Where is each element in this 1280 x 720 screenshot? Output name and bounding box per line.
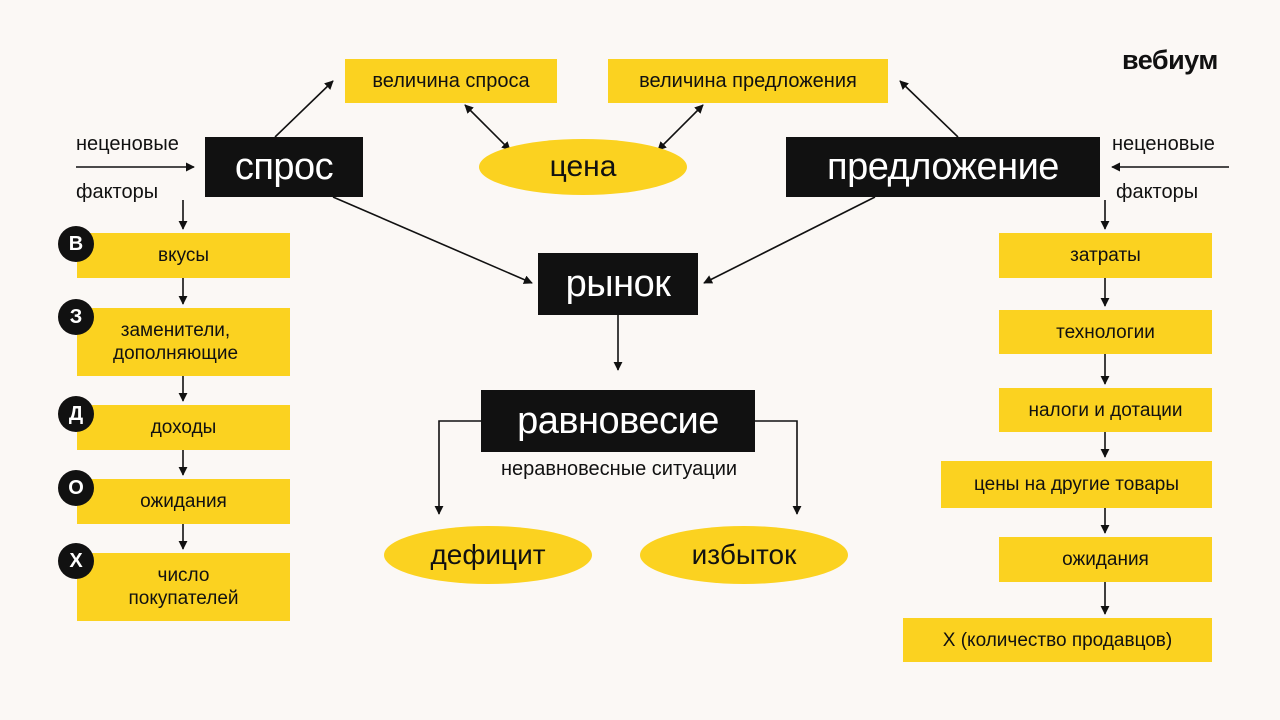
left-factor-letter: Д [58,396,94,432]
arrow-equilibrium-to-surplus [755,420,802,515]
right-factor-box: налоги и дотации [999,388,1212,432]
arrow-equilibrium-to-deficit [434,420,481,515]
right-factor-box: затраты [999,233,1212,278]
market-box: рынок [538,253,698,315]
arrow-quantity-demanded-price [464,104,511,151]
right-nonprice-label-top: неценовые [1112,133,1215,155]
left-factor-letter: Х [58,543,94,579]
disequilibrium-label: неравновесные ситуации [500,458,738,480]
left-factor-box: число покупателей [77,553,290,621]
left-factor-letter: О [58,470,94,506]
deficit-ellipse: дефицит [384,526,592,584]
left-factor-box: вкусы [77,233,290,278]
right-factor-box: ожидания [999,537,1212,582]
left-nonprice-label-bottom: факторы [76,181,159,203]
demand-box: спрос [205,137,363,197]
equilibrium-box: равновесие [481,390,755,452]
left-factor-box: доходы [77,405,290,450]
supply-box: предложение [786,137,1100,197]
arrow-supply-to-quantity [899,80,959,138]
left-nonprice-label-top: неценовые [76,133,179,155]
right-factor-box: Х (количество продавцов) [903,618,1212,662]
right-nonprice-label-bottom: факторы [1116,181,1199,203]
arrow-demand-to-market [332,196,533,284]
arrow-supply-to-market [703,196,876,284]
arrow-demand-to-quantity [274,80,334,138]
price-ellipse: цена [479,139,687,195]
arrow-quantity-supplied-price [657,104,704,151]
surplus-ellipse: избыток [640,526,848,584]
left-factor-box: заменители, дополняющие [77,308,290,376]
quantity-demanded-box: величина спроса [345,59,557,103]
right-factor-box: цены на другие товары [941,461,1212,508]
brand-logo: вебиум [1122,45,1218,75]
quantity-supplied-box: величина предложения [608,59,888,103]
left-factor-box: ожидания [77,479,290,524]
left-factor-letter: В [58,226,94,262]
right-factor-box: технологии [999,310,1212,354]
left-factor-letter: З [58,299,94,335]
